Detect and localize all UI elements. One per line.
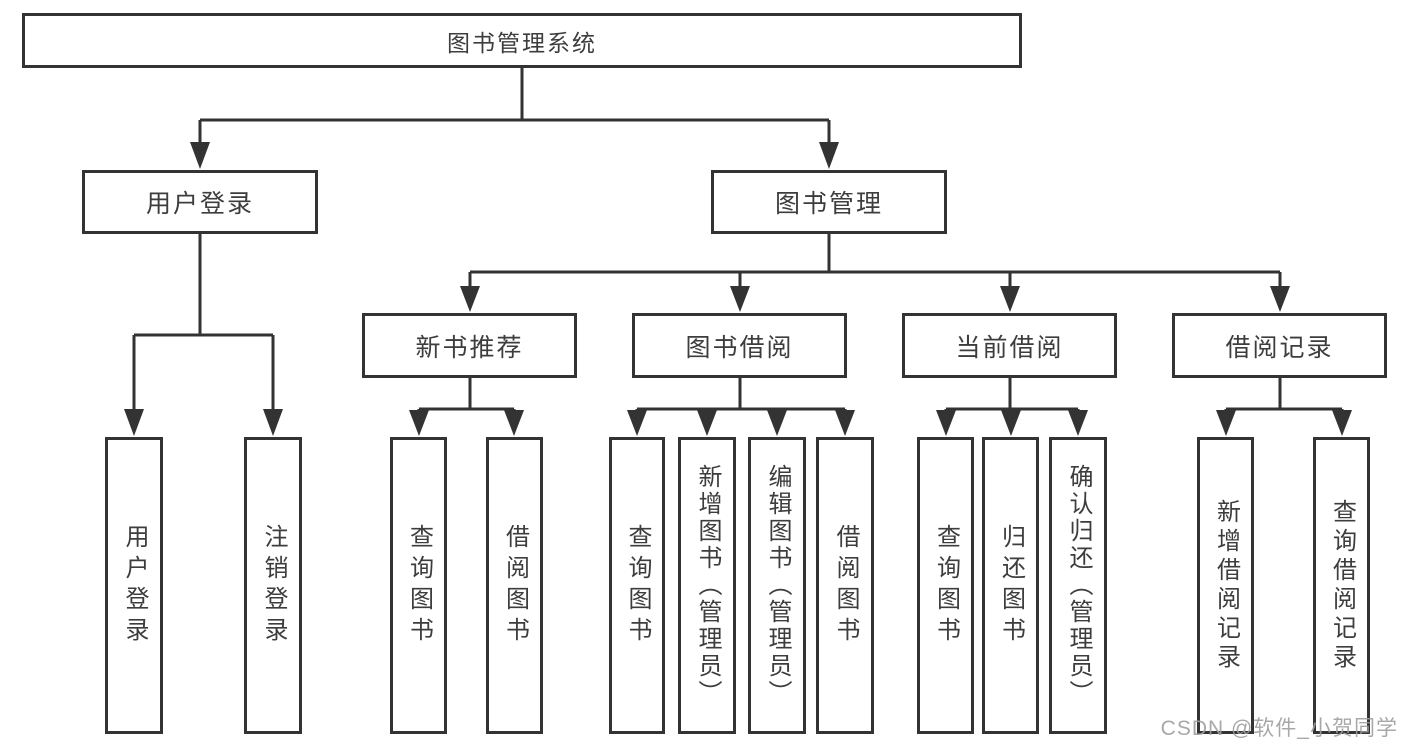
node-logout-leaf: 注销登录 bbox=[244, 437, 302, 734]
arrowhead-book-borrow bbox=[730, 286, 750, 312]
arrowhead-new-book-recommend bbox=[460, 286, 480, 312]
node-new-book-recommend: 新书推荐 bbox=[362, 313, 577, 378]
node-cb-return-books: 归还图书 bbox=[982, 437, 1039, 734]
node-user-login: 用户登录 bbox=[82, 170, 318, 234]
arrowhead-cb-confirm bbox=[1068, 410, 1088, 436]
node-book-management: 图书管理 bbox=[711, 170, 947, 234]
arrowhead-cb-query bbox=[936, 410, 956, 436]
node-bb-borrow-books: 借阅图书 bbox=[816, 437, 874, 734]
node-bb-query-books: 查询图书 bbox=[609, 437, 665, 734]
node-nbr-query-books: 查询图书 bbox=[390, 437, 447, 734]
node-cb-query-books: 查询图书 bbox=[917, 437, 974, 734]
node-cb-confirm-return-admin: 确认归还（管理员） bbox=[1049, 437, 1107, 734]
arrowhead-logout-leaf bbox=[263, 409, 283, 436]
arrowhead-bb-edit bbox=[767, 410, 787, 436]
connector-user-login-children bbox=[132, 234, 275, 411]
node-br-query-record: 查询借阅记录 bbox=[1313, 437, 1370, 734]
node-user-login-leaf: 用户登录 bbox=[105, 437, 163, 734]
arrowhead-book-management bbox=[819, 142, 839, 169]
node-nbr-borrow-books: 借阅图书 bbox=[486, 437, 543, 734]
arrowhead-br-add bbox=[1216, 410, 1236, 436]
node-br-add-record: 新增借阅记录 bbox=[1197, 437, 1254, 734]
connector-borrow-records-children bbox=[1224, 378, 1344, 412]
arrowhead-br-query bbox=[1332, 410, 1352, 436]
arrowhead-nbr-borrow bbox=[504, 410, 524, 436]
arrowhead-bb-add bbox=[697, 410, 717, 436]
connector-book-borrow-children bbox=[635, 378, 847, 412]
arrowhead-bb-query bbox=[627, 410, 647, 436]
node-book-borrow: 图书借阅 bbox=[632, 313, 847, 378]
connector-current-borrow-children bbox=[944, 378, 1080, 412]
connector-root-to-level1 bbox=[198, 68, 831, 144]
arrowhead-nbr-query bbox=[409, 410, 429, 436]
connector-new-book-rec-children bbox=[417, 378, 516, 412]
arrowhead-current-borrow bbox=[1000, 286, 1020, 312]
node-borrow-records: 借阅记录 bbox=[1172, 313, 1387, 378]
arrowhead-user-login bbox=[190, 142, 210, 169]
node-bb-edit-books-admin: 编辑图书（管理员） bbox=[748, 437, 806, 734]
node-bb-add-books-admin: 新增图书（管理员） bbox=[678, 437, 736, 734]
connector-book-mgmt-children bbox=[468, 234, 1282, 288]
arrowhead-user-login-leaf bbox=[124, 409, 144, 436]
arrowhead-cb-return bbox=[1001, 410, 1021, 436]
node-current-borrow: 当前借阅 bbox=[902, 313, 1117, 378]
arrowhead-bb-borrow bbox=[835, 410, 855, 436]
arrowhead-borrow-records bbox=[1270, 286, 1290, 312]
node-library-management-system: 图书管理系统 bbox=[22, 13, 1022, 68]
